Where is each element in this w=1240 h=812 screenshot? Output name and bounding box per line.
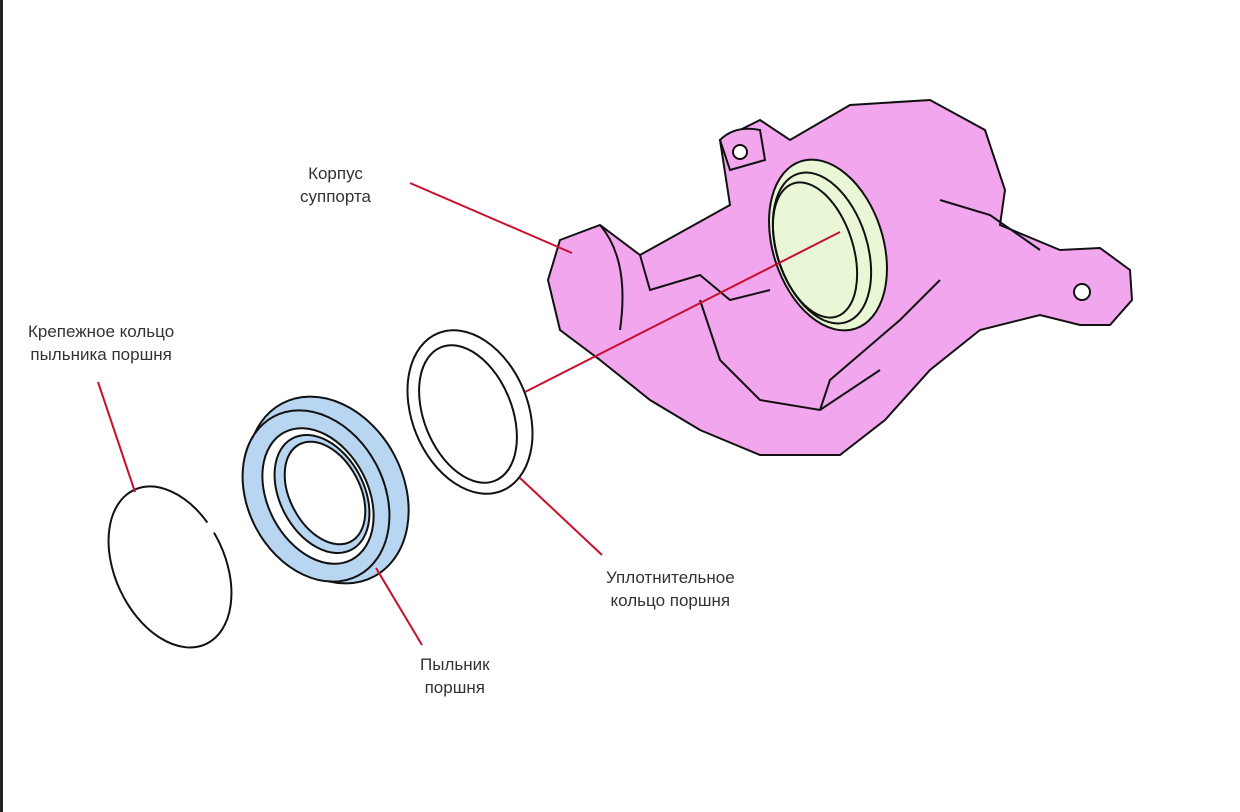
retaining-ring: [107, 485, 233, 649]
label-line: Уплотнительное: [606, 568, 735, 587]
label-caliper-body: Корпус суппорта: [300, 162, 371, 208]
dust-boot: [241, 395, 410, 585]
label-dust-boot: Пыльник поршня: [420, 653, 490, 699]
label-line: кольцо поршня: [610, 591, 731, 610]
piston-seal: [406, 329, 534, 495]
left-border: [0, 0, 3, 812]
label-line: пыльника поршня: [30, 345, 172, 364]
label-line: Крепежное кольцо: [28, 322, 175, 341]
label-line: поршня: [424, 678, 485, 697]
label-line: Корпус: [308, 164, 363, 183]
label-line: суппорта: [300, 187, 371, 206]
label-dust-boot-ring: Крепежное кольцо пыльника поршня: [28, 320, 174, 366]
label-piston-seal: Уплотнительное кольцо поршня: [606, 566, 735, 612]
label-line: Пыльник: [420, 655, 490, 674]
caliper-bore: [768, 158, 888, 332]
leader-lines: [97, 182, 841, 646]
